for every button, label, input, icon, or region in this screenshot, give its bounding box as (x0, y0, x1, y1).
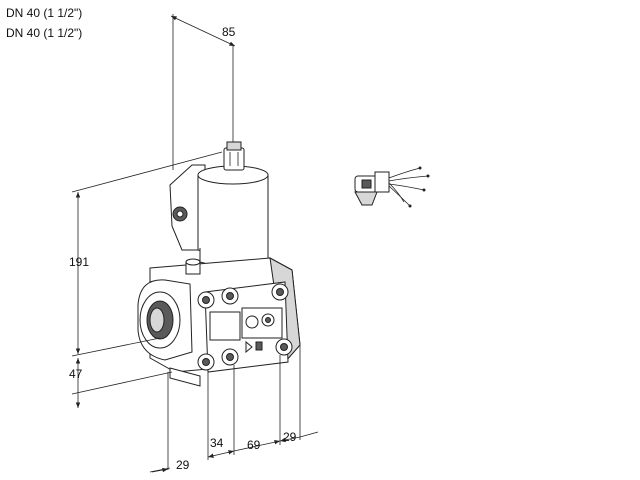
dim-label-85: 85 (222, 25, 236, 39)
bracket-hole-inner (176, 210, 184, 218)
dim-label-29-bottom: 29 (176, 458, 190, 472)
dim-label-191: 191 (69, 255, 89, 269)
connector-pin-block (226, 141, 242, 151)
dim-label-69: 69 (247, 438, 261, 452)
screw (221, 348, 239, 366)
connector-cap (374, 171, 390, 193)
cable-connector-illustration (354, 166, 430, 208)
screw (221, 287, 239, 305)
dim-label-34: 34 (210, 436, 224, 450)
inlet-port-thread (149, 307, 165, 333)
indicator-mark (255, 341, 263, 351)
bottom-lug (169, 367, 201, 387)
cable-gland (354, 191, 378, 206)
nominal-size-label-1: DN 40 (1 1/2") (6, 6, 83, 20)
screw (197, 291, 215, 309)
nominal-size-label-2: DN 40 (1 1/2") (6, 26, 83, 40)
dimension-lines (71, 14, 319, 473)
front-block-left (209, 311, 241, 341)
screw (275, 338, 293, 356)
test-nipple-1 (245, 315, 259, 329)
top-nut-cap (185, 258, 201, 266)
screw (271, 283, 289, 301)
valve-illustration (137, 141, 301, 387)
connector-plug (223, 147, 245, 171)
connector-window (361, 179, 372, 189)
flow-arrow-marker (245, 340, 253, 354)
dim-label-29-right: 29 (283, 430, 297, 444)
screw (197, 353, 215, 371)
dim-label-47: 47 (69, 367, 83, 381)
